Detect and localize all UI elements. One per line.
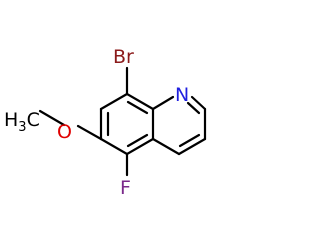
structure-diagram: Br N O F H3C <box>4 46 207 199</box>
bond-n1-c2-inner <box>186 101 201 115</box>
atom-fluorine-label: F <box>120 177 131 199</box>
bond-c8a-c8-inner <box>126 100 149 115</box>
atom-bromine-label: Br <box>113 46 134 68</box>
methyl-subscript: 3 <box>18 120 26 135</box>
bond-c8a-n1 <box>151 95 175 111</box>
bond-c6-o <box>76 124 103 141</box>
bond-c8-c7 <box>99 92 129 111</box>
atom-nitrogen-label: N <box>175 84 189 106</box>
bond-n1-c2 <box>190 95 207 111</box>
bond-c5-c4a <box>125 137 155 156</box>
bond-c3-c4-inner <box>178 133 201 148</box>
bond-o-ch3 <box>38 109 66 127</box>
methyl-group-label: H3C <box>4 109 40 135</box>
bond-c6-c5 <box>99 137 129 156</box>
bond-c8a-c8 <box>125 92 155 111</box>
bond-c3-c4 <box>177 137 207 156</box>
bond-c5-c4a-inner <box>126 133 149 148</box>
molecule-svg: Br N O F H3C <box>4 46 207 199</box>
atom-oxygen-label: O <box>57 121 72 143</box>
methyl-carbon: C <box>27 109 40 131</box>
bond-c4-c4a <box>151 137 181 156</box>
methyl-hydrogen: H <box>4 109 18 131</box>
